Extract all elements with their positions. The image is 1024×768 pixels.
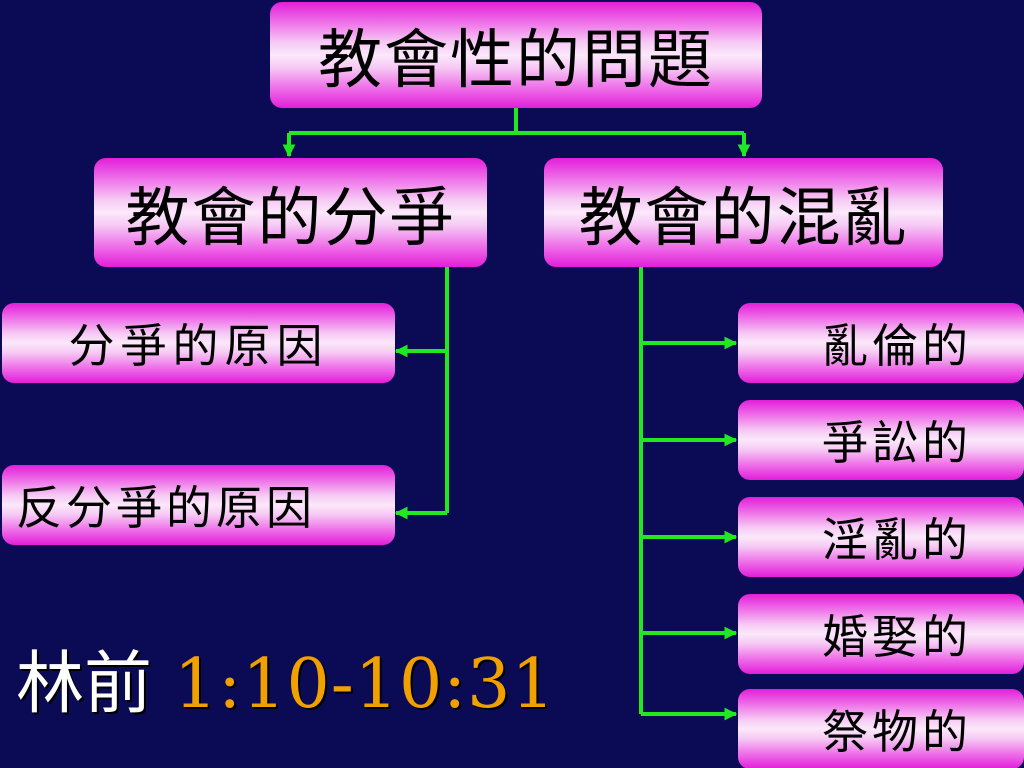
leaf-node-label: 爭訟的 bbox=[822, 416, 972, 470]
leaf-node-label: 淫亂的 bbox=[822, 513, 972, 567]
leaf-node-label: 反分爭的原因 bbox=[16, 481, 316, 535]
reference-verses: 1:10-10:31 bbox=[174, 645, 556, 724]
branch-node-divisions: 教會的分爭 bbox=[94, 158, 487, 267]
root-node-label: 教會性的問題 bbox=[318, 24, 714, 98]
leaf-node-label: 婚娶的 bbox=[822, 610, 972, 664]
branch-node-disorders: 教會的混亂 bbox=[544, 158, 943, 267]
leaf-node-lawsuits: 爭訟的 bbox=[738, 400, 1024, 480]
branch-node-label: 教會的混亂 bbox=[578, 181, 909, 256]
root-node: 教會性的問題 bbox=[270, 2, 762, 108]
leaf-node-marriage: 婚娶的 bbox=[738, 594, 1024, 674]
leaf-node-causes-of-division: 分爭的原因 bbox=[2, 303, 395, 383]
reference-book: 林前 bbox=[16, 645, 153, 724]
scripture-reference: 林前 1:10-10:31 bbox=[16, 628, 556, 727]
leaf-node-incest: 亂倫的 bbox=[738, 303, 1024, 383]
leaf-node-fornication: 淫亂的 bbox=[738, 497, 1024, 577]
leaf-node-idol-offerings: 祭物的 bbox=[738, 689, 1024, 768]
leaf-node-label: 亂倫的 bbox=[822, 319, 972, 373]
branch-node-label: 教會的分爭 bbox=[125, 181, 456, 256]
leaf-node-label: 分爭的原因 bbox=[68, 319, 329, 373]
leaf-node-label: 祭物的 bbox=[822, 705, 972, 759]
leaf-node-reasons-against-division: 反分爭的原因 bbox=[2, 465, 395, 545]
